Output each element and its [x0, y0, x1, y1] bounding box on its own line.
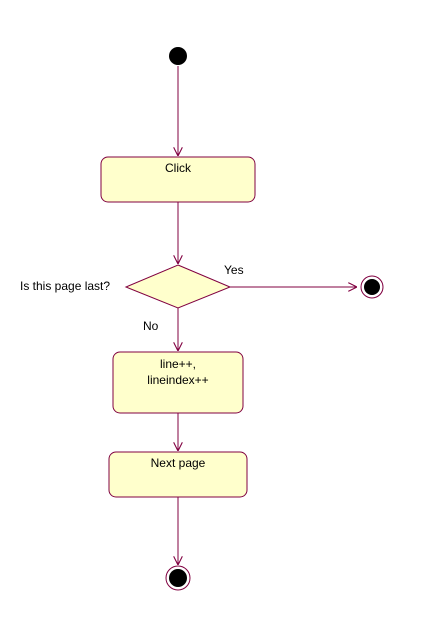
action-increment-label-line1: line++, — [160, 357, 196, 371]
action-next-page-label: Next page — [151, 456, 206, 470]
final-node-yes-core — [364, 279, 380, 295]
decision-node — [124, 264, 232, 309]
action-next-page: Next page — [108, 451, 248, 498]
action-click: Click — [100, 156, 256, 203]
action-increment: line++, lineindex++ — [112, 351, 244, 414]
no-guard-label: No — [143, 319, 159, 333]
final-node-yes — [360, 275, 384, 299]
action-increment-label-line2: lineindex++ — [147, 373, 208, 387]
action-increment-box — [112, 351, 244, 414]
final-node-bottom — [165, 565, 191, 591]
initial-node — [169, 47, 187, 65]
decision-question-label: Is this page last? — [20, 279, 110, 293]
action-click-label: Click — [165, 161, 192, 175]
decision-diamond — [124, 264, 232, 309]
final-node-bottom-core — [169, 569, 187, 587]
action-click-box — [100, 156, 256, 203]
yes-guard-label: Yes — [224, 263, 244, 277]
action-next-page-box — [108, 451, 248, 498]
